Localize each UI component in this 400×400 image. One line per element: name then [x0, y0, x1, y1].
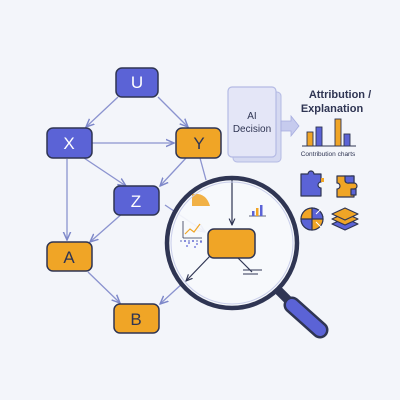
lens-central-node [207, 228, 256, 259]
pie-chart-icon [300, 207, 324, 231]
node-a: A [46, 241, 93, 272]
puzzle-icon-2 [336, 175, 358, 198]
lens-contents [180, 178, 266, 281]
node-b: B [113, 303, 160, 334]
ai-decision-panel: AI Decision [227, 86, 282, 163]
edge-lens-b [160, 281, 185, 304]
edge-z-a [90, 211, 125, 242]
node-x: X [46, 127, 93, 159]
contribution-caption: Contribution charts [301, 151, 356, 158]
attribution-title-line2: Explanation [301, 103, 364, 115]
ai-decision-line2: Decision [233, 124, 271, 135]
edge-u-x [86, 96, 119, 127]
contribution-bar-chart-icon [302, 118, 356, 147]
node-b-label: B [130, 310, 141, 329]
node-z-label: Z [131, 192, 141, 211]
lens-text-lines [243, 269, 262, 275]
node-y: Y [175, 127, 222, 159]
node-a-label: A [63, 248, 75, 267]
attribution-title-line1: Attribution / [309, 89, 371, 101]
node-z: Z [113, 185, 160, 216]
edge-y-lens [199, 157, 207, 181]
edge-y-z [160, 157, 187, 186]
layers-icon [331, 207, 359, 231]
edge-u-y [157, 96, 188, 127]
node-u-label: U [131, 73, 143, 92]
node-y-label: Y [193, 134, 204, 153]
mini-line-chart-icon [182, 221, 202, 248]
edge-x-z [83, 157, 126, 186]
magnifier-icon [164, 175, 329, 339]
arrow-right-icon [280, 114, 300, 138]
ai-decision-line1: AI [247, 111, 256, 122]
node-u: U [115, 67, 159, 98]
node-x-label: X [63, 134, 74, 153]
magnifier-handle [274, 286, 329, 339]
puzzle-icon [300, 170, 324, 197]
edge-a-b [87, 271, 120, 303]
graph-edges [67, 96, 207, 304]
mini-bar-chart-icon [249, 205, 266, 217]
